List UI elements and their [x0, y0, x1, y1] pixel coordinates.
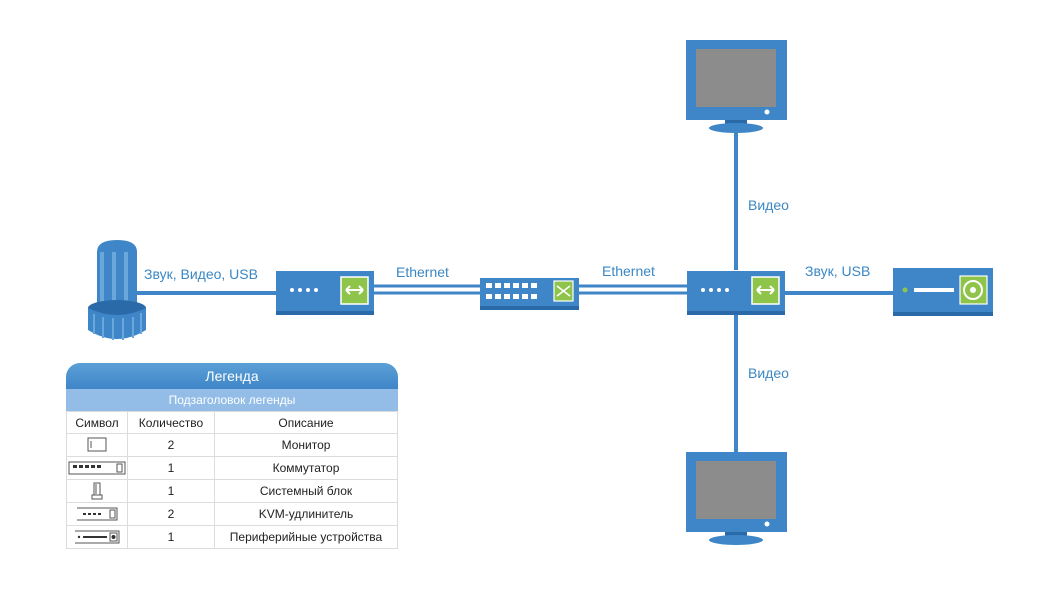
- monitor-icon: [87, 437, 107, 452]
- label-peripheral-connection: Звук, USB: [805, 263, 871, 279]
- legend-table: Символ Количество Описание 2 Монитор: [66, 411, 398, 549]
- kvm-extender-right: [687, 271, 785, 315]
- label-video-bottom: Видео: [748, 365, 789, 381]
- legend-symbol-cell: [66, 456, 128, 480]
- legend-header-quantity: Количество: [127, 411, 215, 434]
- system-unit-icon: [91, 482, 103, 500]
- line-switch-to-extender: [579, 284, 687, 295]
- legend-symbol-cell: [66, 525, 128, 549]
- monitor-bottom-icon: [686, 452, 787, 545]
- system-unit-icon: [88, 240, 146, 340]
- legend-description: Монитор: [214, 433, 398, 457]
- label-pc-connection: Звук, Видео, USB: [144, 266, 258, 282]
- legend-header-description: Описание: [214, 411, 398, 434]
- legend-row: 1 Системный блок: [66, 479, 398, 503]
- kvm-extender-icon: [77, 507, 118, 521]
- legend-symbol-cell: [66, 433, 128, 457]
- legend-quantity: 1: [127, 456, 215, 480]
- legend-quantity: 2: [127, 433, 215, 457]
- legend: Легенда Подзаголовок легенды Символ Коли…: [66, 363, 398, 549]
- legend-row: 1 Коммутатор: [66, 456, 398, 480]
- label-video-top: Видео: [748, 197, 789, 213]
- legend-description: KVM-удлинитель: [214, 502, 398, 526]
- legend-row: 2 KVM-удлинитель: [66, 502, 398, 526]
- legend-description: Системный блок: [214, 479, 398, 503]
- label-ethernet-left: Ethernet: [396, 264, 449, 280]
- legend-description: Коммутатор: [214, 456, 398, 480]
- legend-description: Периферийные устройства: [214, 525, 398, 549]
- legend-header-symbol: Символ: [66, 411, 128, 434]
- legend-title: Легенда: [66, 363, 398, 389]
- label-ethernet-right: Ethernet: [602, 263, 655, 279]
- legend-quantity: 2: [127, 502, 215, 526]
- legend-quantity: 1: [127, 525, 215, 549]
- monitor-top-icon: [686, 40, 787, 133]
- peripheral-device-icon: [893, 268, 993, 316]
- legend-header-row: Символ Количество Описание: [66, 411, 398, 434]
- connection-lines: [135, 131, 893, 452]
- legend-row: 1 Периферийные устройства: [66, 525, 398, 549]
- switch-icon: [480, 278, 579, 310]
- legend-symbol-cell: [66, 479, 128, 503]
- legend-row: 2 Монитор: [66, 433, 398, 457]
- peripheral-icon: [75, 530, 120, 544]
- legend-symbol-cell: [66, 502, 128, 526]
- legend-subtitle: Подзаголовок легенды: [66, 389, 398, 411]
- legend-quantity: 1: [127, 479, 215, 503]
- kvm-extender-left: [276, 271, 374, 315]
- switch-icon: [68, 461, 126, 475]
- line-extender-to-switch: [374, 284, 480, 295]
